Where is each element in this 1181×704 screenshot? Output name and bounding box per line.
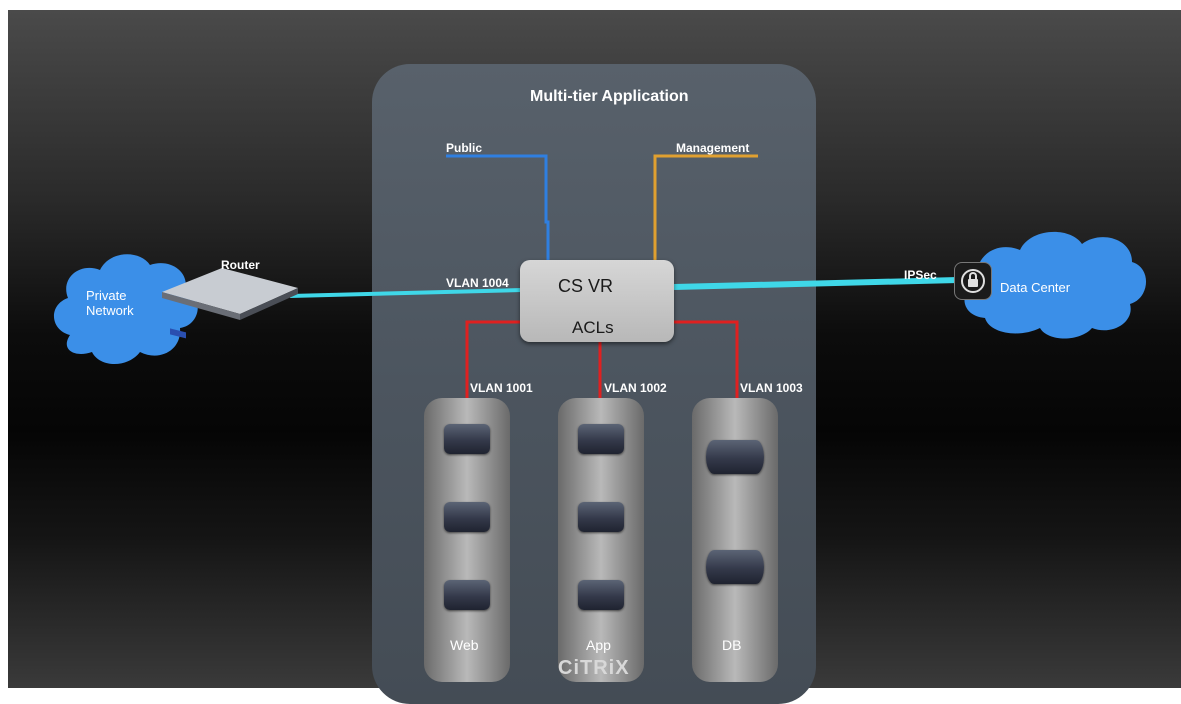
acls-label: ACLs xyxy=(572,318,614,337)
vlan-1002-label: VLAN 1002 xyxy=(604,381,667,395)
app-server-icon xyxy=(578,424,624,454)
web-tier-label: Web xyxy=(450,637,479,653)
router-to-vr-link xyxy=(289,288,523,298)
vlan-1004-label: VLAN 1004 xyxy=(446,276,509,290)
data-center-label: Data Center xyxy=(1000,280,1071,295)
database-icon xyxy=(706,440,764,474)
vlan-1001-label: VLAN 1001 xyxy=(470,381,533,395)
web-server-icon xyxy=(444,502,490,532)
vlan-1003-link xyxy=(674,320,739,398)
vr-to-datacenter-link xyxy=(673,277,959,290)
router-device xyxy=(162,268,298,339)
management-label: Management xyxy=(676,141,750,155)
db-tier-label: DB xyxy=(722,637,742,653)
ipsec-label: IPSec xyxy=(904,268,937,282)
diagram-connections xyxy=(53,154,1147,398)
cs-vr-label: CS VR xyxy=(558,276,614,296)
app-server-icon xyxy=(578,580,624,610)
web-server-icon xyxy=(444,424,490,454)
app-tier-label: App xyxy=(586,637,611,653)
vlan-1003-label: VLAN 1003 xyxy=(740,381,803,395)
citrix-logo: CiTRiX xyxy=(558,657,630,679)
web-server-icon xyxy=(444,580,490,610)
private-network-label-line2: Network xyxy=(86,303,134,318)
cs-vr-box: CS VR ACLs xyxy=(520,260,674,342)
vlan-1001-link xyxy=(465,320,522,398)
public-label: Public xyxy=(446,141,483,155)
management-link xyxy=(653,154,758,262)
public-link xyxy=(446,154,550,262)
private-network-label-line1: Private xyxy=(86,288,127,303)
diagram-title: Multi-tier Application xyxy=(530,88,689,105)
private-network-cloud xyxy=(53,254,198,364)
database-icon xyxy=(706,550,764,584)
lock-icon xyxy=(954,262,992,300)
data-center-cloud xyxy=(964,231,1147,339)
router-label: Router xyxy=(221,258,260,272)
app-server-icon xyxy=(578,502,624,532)
